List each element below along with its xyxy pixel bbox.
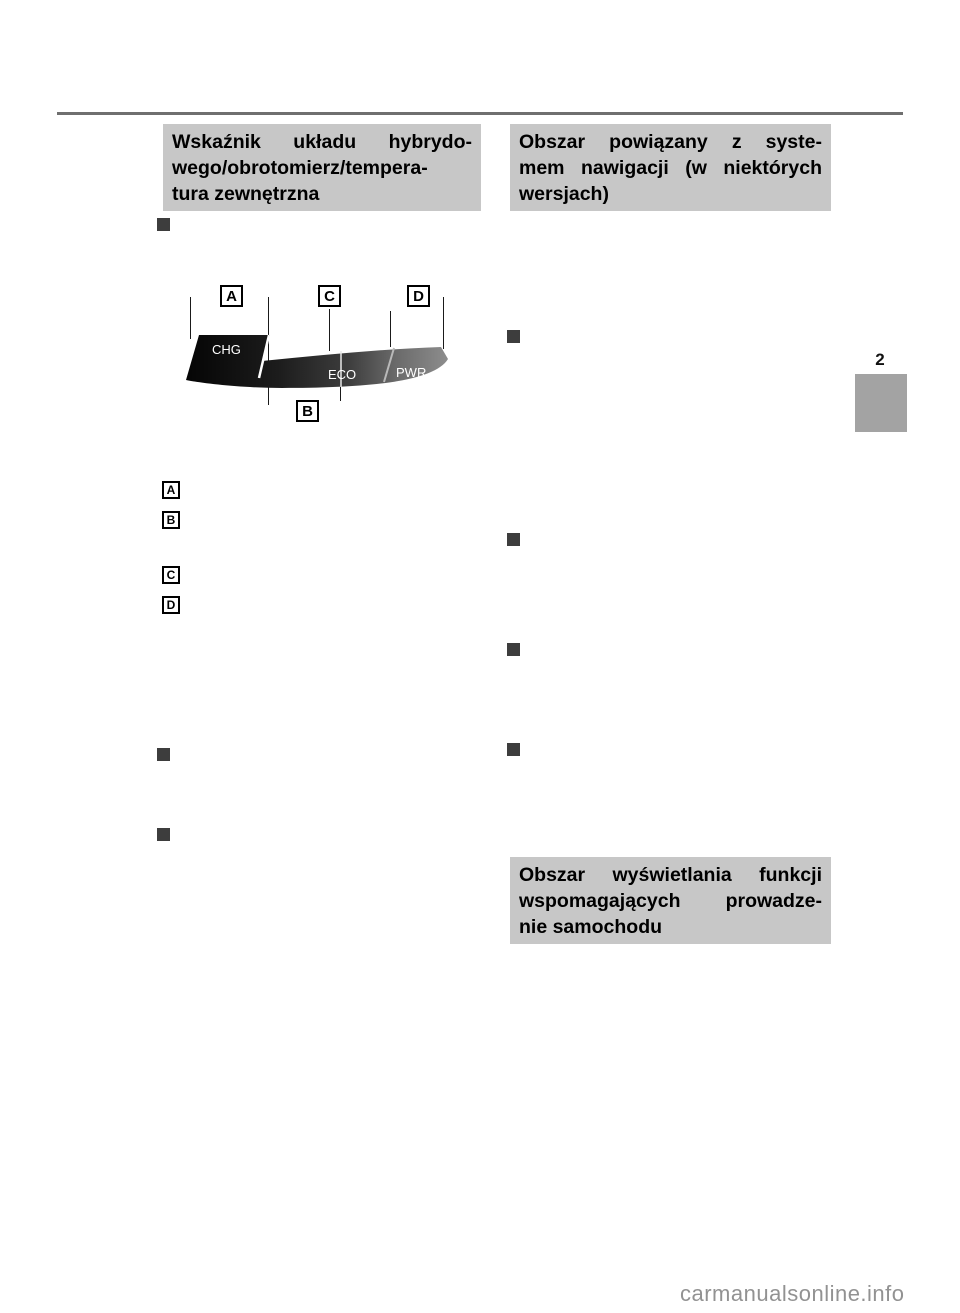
top-rule bbox=[57, 112, 903, 115]
legend-marker-c: C bbox=[162, 566, 180, 584]
callout-a: A bbox=[220, 285, 243, 307]
header-line: tura zewnętrzna bbox=[172, 183, 320, 205]
legend-marker-a: A bbox=[162, 481, 180, 499]
zone-divider-eco-pwr bbox=[383, 347, 395, 383]
zone-boundary-line bbox=[443, 297, 444, 349]
header-line: wspomagających prowadze- bbox=[519, 890, 822, 912]
chapter-tab bbox=[855, 374, 907, 432]
zone-boundary-line bbox=[268, 297, 269, 405]
section-bullet bbox=[507, 330, 520, 343]
chapter-number: 2 bbox=[875, 350, 885, 369]
gauge-label-chg: CHG bbox=[212, 342, 241, 357]
hybrid-gauge-illustration: CHG ECO PWR bbox=[186, 334, 448, 388]
section-bullet bbox=[157, 218, 170, 231]
zone-boundary-line bbox=[390, 311, 391, 347]
header-line: mem nawigacji (w niektórych bbox=[519, 157, 822, 179]
legend-marker-b: B bbox=[162, 511, 180, 529]
needle-pointer-line bbox=[340, 378, 341, 401]
callout-d: D bbox=[407, 285, 430, 307]
gauge-label-pwr: PWR bbox=[396, 365, 426, 380]
section-bullet bbox=[157, 748, 170, 761]
gauge-band bbox=[186, 335, 448, 388]
callout-c: C bbox=[318, 285, 341, 307]
watermark: carmanualsonline.info bbox=[680, 1281, 905, 1306]
zone-boundary-line bbox=[190, 297, 191, 339]
callout-b: B bbox=[296, 400, 319, 422]
header-line: wego/obrotomierz/tempera- bbox=[172, 157, 428, 179]
header-line: wersjach) bbox=[519, 183, 609, 205]
zone-divider-chg-eco bbox=[257, 334, 271, 379]
section-bullet bbox=[507, 643, 520, 656]
header-line: Obszar powiązany z syste- bbox=[519, 131, 822, 153]
section-bullet bbox=[157, 828, 170, 841]
section-bullet bbox=[507, 533, 520, 546]
section-header-hybrid-indicator: Wskaźnik układu hybrydo- wego/obrotomier… bbox=[163, 124, 481, 211]
section-header-driving-assist-area: Obszar wyświetlania funkcji wspomagający… bbox=[510, 857, 831, 944]
section-bullet bbox=[507, 743, 520, 756]
header-line: Obszar wyświetlania funkcji bbox=[519, 864, 822, 886]
header-line: Wskaźnik układu hybrydo- bbox=[172, 131, 472, 153]
zone-boundary-line bbox=[329, 309, 330, 351]
header-line: nie samochodu bbox=[519, 916, 663, 938]
section-header-navigation-area: Obszar powiązany z syste- mem nawigacji … bbox=[510, 124, 831, 211]
gauge-label-eco: ECO bbox=[328, 367, 356, 382]
legend-marker-d: D bbox=[162, 596, 180, 614]
